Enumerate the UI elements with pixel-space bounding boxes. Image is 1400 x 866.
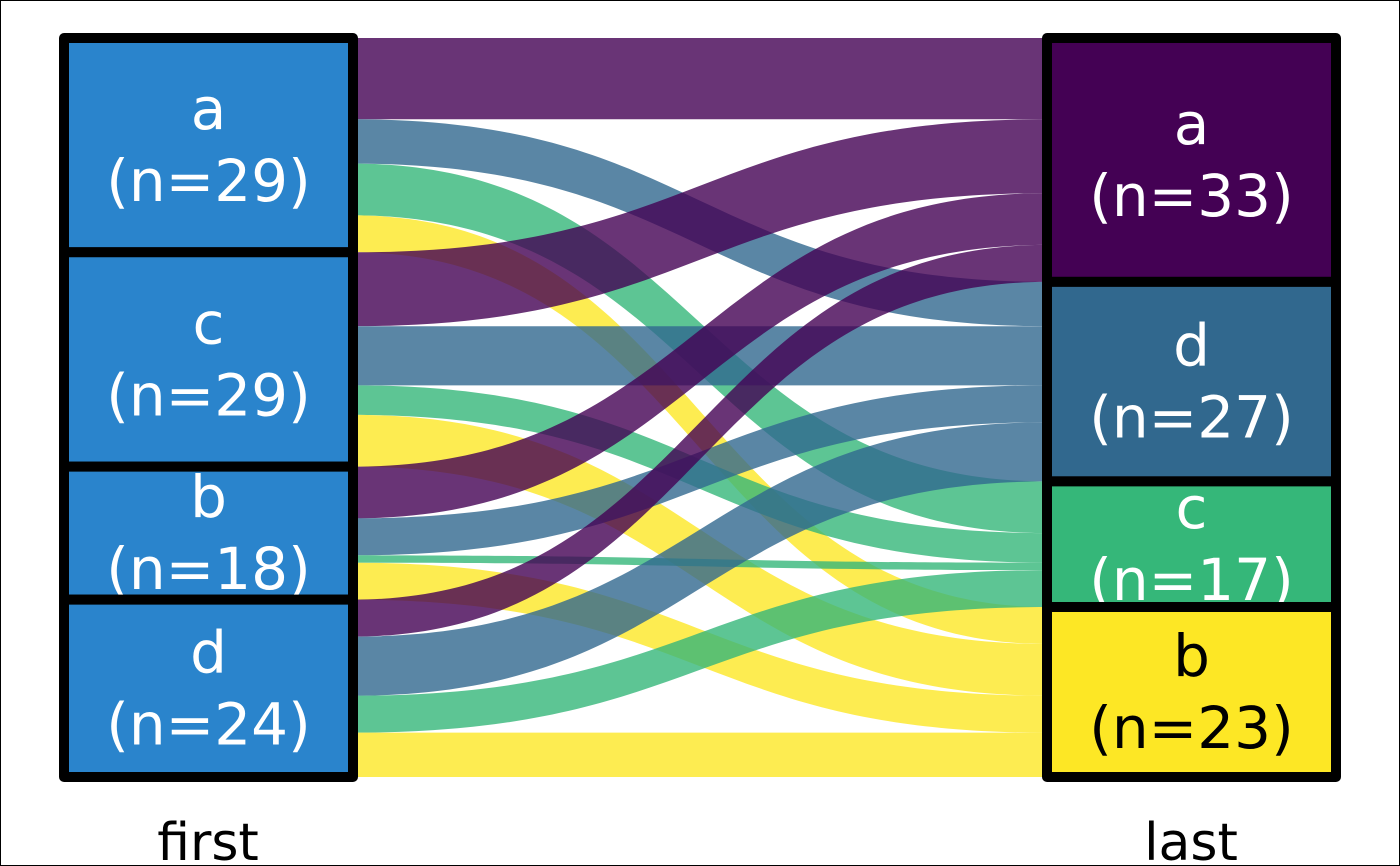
right-node-c-box — [1042, 476, 1341, 613]
nodes-layer: a(n=29)c(n=29)b(n=18)d(n=24)a(n=33)d(n=2… — [59, 33, 1341, 783]
right-node-b-box — [1042, 602, 1341, 783]
left-node-b-label: b — [190, 463, 227, 531]
flow-d-to-c — [353, 570, 1047, 733]
right-node-d-label: d — [1173, 312, 1210, 380]
right-node-a-count: (n=33) — [1089, 162, 1293, 230]
right-node-a-box — [1042, 33, 1341, 287]
left-node-d-label: d — [190, 618, 227, 686]
axis-labels: first last — [157, 813, 1238, 866]
left-node-a-box — [59, 33, 358, 258]
flow-d-to-a — [353, 244, 1047, 637]
axis-label-first: first — [157, 813, 259, 866]
left-node-a: a(n=29) — [59, 33, 358, 258]
left-node-c-count: (n=29) — [106, 361, 310, 429]
left-node-d-count: (n=24) — [106, 690, 310, 758]
right-node-c: c(n=17) — [1042, 474, 1341, 614]
flows-layer — [353, 38, 1047, 777]
left-node-c-label: c — [193, 289, 225, 357]
right-node-b: b(n=23) — [1042, 602, 1341, 783]
flow-b-to-a — [353, 193, 1047, 519]
left-node-c-box — [59, 247, 358, 472]
right-node-b-count: (n=23) — [1089, 694, 1293, 762]
right-node-a-label: a — [1174, 90, 1210, 158]
left-node-d: d(n=24) — [59, 594, 358, 783]
left-node-b: b(n=18) — [59, 461, 358, 605]
flow-a-to-a — [353, 38, 1047, 120]
left-node-d-box — [59, 594, 358, 783]
flow-c-to-a — [353, 119, 1047, 327]
left-node-a-count: (n=29) — [106, 147, 310, 215]
right-node-d-count: (n=27) — [1089, 384, 1293, 452]
right-node-d: d(n=27) — [1042, 276, 1341, 487]
axis-label-last: last — [1144, 813, 1238, 866]
flow-b-to-d — [353, 385, 1047, 556]
right-node-d-box — [1042, 276, 1341, 487]
right-node-c-label: c — [1176, 474, 1208, 542]
right-node-a: a(n=33) — [1042, 33, 1341, 287]
left-node-a-label: a — [191, 75, 227, 143]
left-node-c: c(n=29) — [59, 247, 358, 472]
flow-d-to-d — [353, 422, 1047, 696]
left-node-b-count: (n=18) — [106, 535, 310, 603]
flow-d-to-b — [353, 732, 1047, 777]
right-node-b-label: b — [1173, 622, 1210, 690]
